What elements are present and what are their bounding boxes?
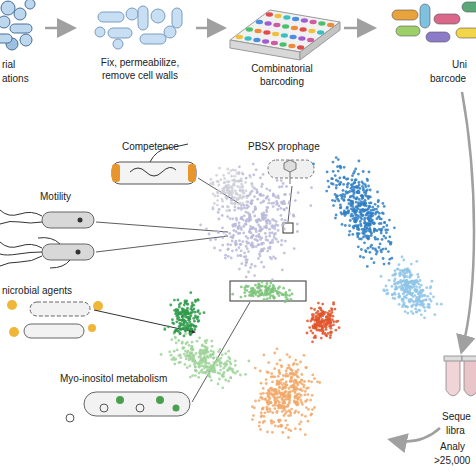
plate-well: [245, 36, 252, 40]
text-label: nicrobial agents: [2, 284, 72, 297]
plate-well: [301, 18, 308, 22]
plate-well: [271, 41, 278, 45]
inositol-cell: [66, 392, 190, 422]
plate-well: [292, 17, 299, 21]
text-label: Analy: [440, 440, 465, 453]
leader-line: [96, 178, 292, 402]
plate-well: [318, 21, 325, 25]
text-label: Combinatorial barcoding: [240, 62, 324, 88]
plate-well: [262, 39, 269, 43]
plate-well: [263, 30, 270, 34]
plate-well: [317, 30, 324, 34]
text-label: Fix, permeabilize, remove cell walls: [88, 56, 192, 82]
zoom-box: [283, 223, 293, 233]
plate-well: [266, 12, 273, 16]
plate-well: [288, 44, 295, 48]
plate-well: [300, 27, 307, 31]
text-label: Myo-inositol metabolism: [60, 372, 167, 385]
antimicrobial-icons: [7, 300, 194, 338]
plate-well: [327, 23, 334, 27]
plate-well: [282, 24, 289, 28]
text-label: Seque: [442, 410, 471, 423]
text-label: barcode: [430, 72, 466, 85]
plate-well: [281, 33, 288, 37]
step-arrow: [344, 27, 372, 30]
bacteria-cluster: [0, 0, 35, 50]
barcoding-plate: [230, 10, 340, 60]
plate-well: [310, 20, 317, 24]
plate-well: [265, 21, 272, 25]
plate-well: [308, 29, 315, 33]
plate-well: [283, 15, 290, 19]
sequencing-tubes: [444, 356, 476, 396]
step-arrow: [196, 27, 222, 30]
plate-well: [298, 36, 305, 40]
plate-well: [246, 27, 253, 31]
text-label: Uni: [452, 58, 467, 71]
plate-well: [291, 26, 298, 30]
plate-well: [272, 32, 279, 36]
flow-arrow: [392, 428, 440, 442]
text-label: libra: [446, 424, 465, 437]
text-label: >25,000: [434, 454, 470, 467]
plate-well: [280, 42, 287, 46]
plate-well: [255, 29, 262, 33]
plate-well: [273, 23, 280, 27]
text-label: ations: [2, 72, 29, 85]
text-label: Motility: [40, 190, 71, 203]
barcoded-cells: [392, 2, 476, 42]
plate-well: [253, 38, 260, 42]
text-label: rial: [2, 58, 15, 71]
fixed-cells: [95, 6, 182, 49]
text-label: Competence: [122, 140, 179, 153]
text-label: PBSX prophage: [248, 140, 320, 153]
plate-well: [256, 20, 263, 24]
phage-icon: [268, 160, 314, 184]
plate-well: [290, 35, 297, 39]
motility-cells: [0, 210, 94, 268]
flow-arrow: [462, 92, 474, 350]
step-arrow: [45, 27, 72, 30]
plate-well: [297, 45, 304, 49]
zoom-box: [230, 281, 306, 301]
plate-well: [236, 35, 243, 39]
plate-well: [307, 38, 314, 42]
plate-well: [275, 14, 282, 18]
